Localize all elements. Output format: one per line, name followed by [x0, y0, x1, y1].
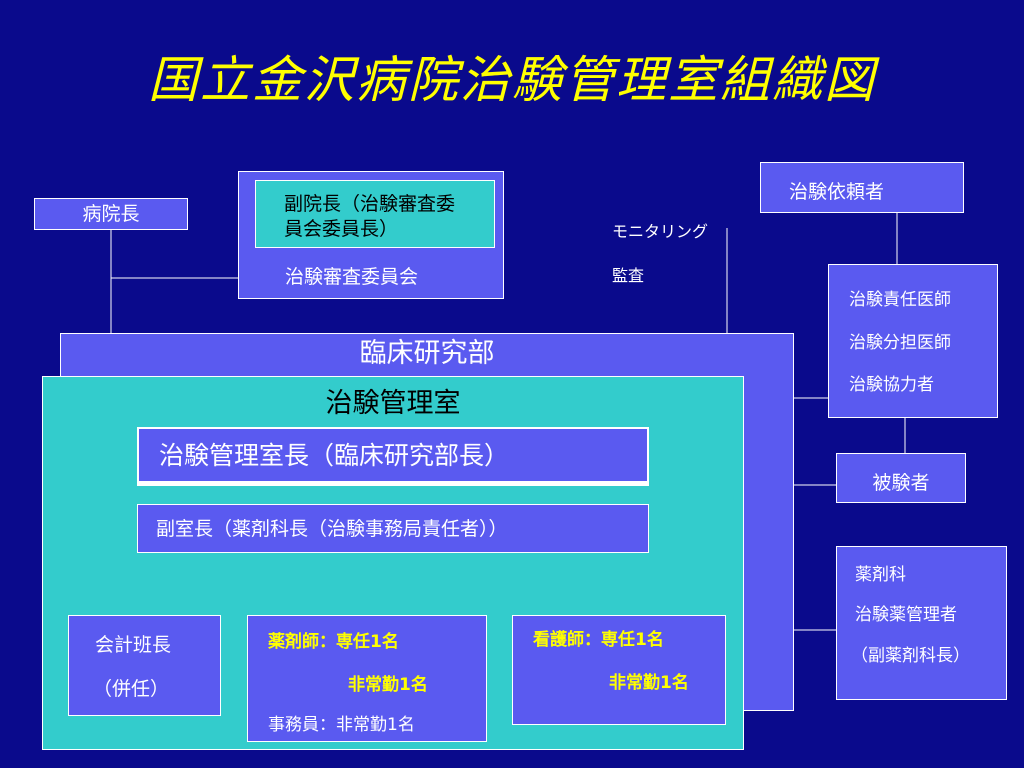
- trial-office-label: 治験管理室: [325, 388, 461, 419]
- office-head-label: 治験管理室長（臨床研究部長）: [159, 441, 510, 470]
- nurse-parttime: 非常勤1名: [609, 673, 689, 693]
- monitoring-label: モニタリング: [612, 222, 709, 241]
- nurse-fulltime: 看護師：専任1名: [533, 630, 664, 650]
- office-head-outer: 治験管理室長（臨床研究部長）: [137, 427, 649, 486]
- pharmacy-deputy: （副薬剤科長）: [851, 646, 970, 666]
- pharmacy-box: 薬剤科 治験薬管理者 （副薬剤科長）: [836, 546, 1007, 700]
- deputy-head-box: 副室長（薬剤科長（治験事務局責任者））: [137, 504, 649, 553]
- subject-label: 被験者: [872, 472, 930, 494]
- investigator-coordinator: 治験協力者: [849, 375, 934, 395]
- subject-box: 被験者: [836, 453, 966, 503]
- nurse-box: 看護師：専任1名 非常勤1名: [512, 615, 726, 725]
- sponsor-box: 治験依頼者: [760, 162, 964, 213]
- investigator-sub: 治験分担医師: [849, 333, 951, 353]
- pharmacist-fulltime: 薬剤師：専任1名: [268, 632, 399, 652]
- office-head-box: 治験管理室長（臨床研究部長）: [138, 428, 648, 482]
- page-title: 国立金沢病院治験管理室組織図: [148, 51, 876, 109]
- audit-label: 監査: [612, 266, 645, 285]
- investigator-principal: 治験責任医師: [849, 290, 951, 310]
- irb-label: 治験審査委員会: [285, 266, 419, 288]
- clinical-research-dept-label: 臨床研究部: [359, 338, 495, 369]
- accounting-label: 会計班長: [95, 634, 172, 656]
- pharmacy-dept: 薬剤科: [855, 565, 906, 585]
- clerk-parttime: 事務員：非常勤1名: [268, 715, 415, 735]
- pharmacist-box: 薬剤師：専任1名 非常勤1名 事務員：非常勤1名: [247, 615, 487, 742]
- director-box: 病院長: [34, 198, 188, 230]
- irb-box: 副院長（治験審査委員会委員長） 治験審査委員会: [238, 171, 504, 299]
- vice-director-label: 副院長（治験審査委員会委員長）: [284, 193, 456, 240]
- sponsor-label: 治験依頼者: [789, 181, 885, 203]
- pharmacist-parttime: 非常勤1名: [348, 675, 428, 695]
- investigators-box: 治験責任医師 治験分担医師 治験協力者: [828, 264, 998, 418]
- vice-director-box: 副院長（治験審査委員会委員長）: [255, 180, 495, 248]
- director-label: 病院長: [82, 203, 140, 225]
- deputy-head-label: 副室長（薬剤科長（治験事務局責任者））: [156, 518, 508, 540]
- accounting-box: 会計班長 （併任）: [68, 615, 221, 716]
- pharmacy-manager: 治験薬管理者: [855, 605, 957, 625]
- accounting-note: （併任）: [93, 678, 170, 700]
